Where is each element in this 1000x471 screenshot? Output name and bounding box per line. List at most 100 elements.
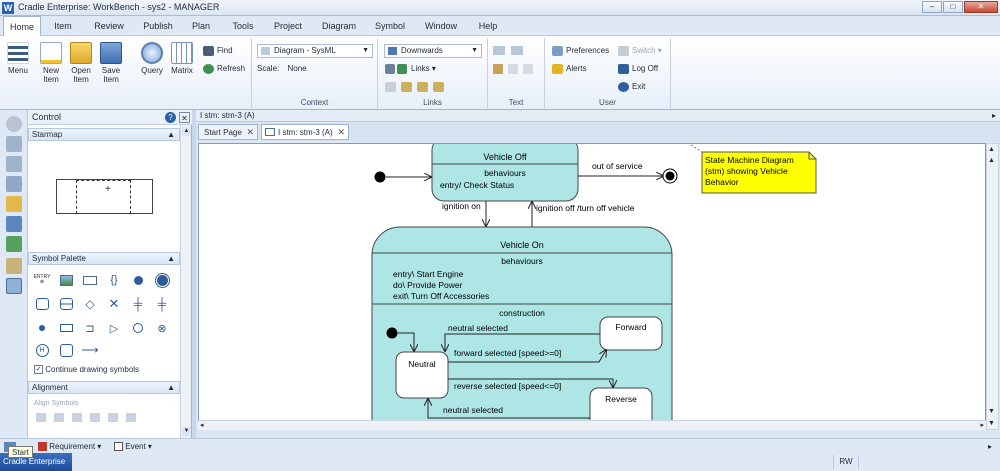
initial-pseudostate[interactable]: [374, 171, 386, 183]
scroll-down-icon[interactable]: ▼: [988, 420, 995, 427]
link-tools-row[interactable]: [385, 80, 444, 94]
maximize-button[interactable]: □: [943, 1, 963, 13]
scroll-left-icon[interactable]: ◂: [200, 422, 204, 429]
symbol-palette-section-header[interactable]: Symbol Palette ▲: [28, 252, 180, 265]
switch-button[interactable]: Switch ▾: [618, 44, 662, 58]
tab-home[interactable]: Home: [3, 16, 41, 37]
page-up-icon[interactable]: ▲: [988, 157, 995, 164]
refresh-button[interactable]: Refresh: [203, 62, 245, 76]
neutral-selected-from-forward[interactable]: [445, 333, 600, 351]
state-reverse[interactable]: Reverse: [589, 387, 653, 429]
align-tools-row[interactable]: [36, 413, 141, 422]
preferences-button[interactable]: Preferences: [552, 44, 609, 58]
forward-selected-transition[interactable]: [448, 350, 606, 363]
minimize-button[interactable]: –: [922, 1, 942, 13]
diagram-canvas[interactable]: Vehicle Off behaviours entry/ Check Stat…: [198, 143, 986, 430]
tab-publish[interactable]: Publish: [143, 21, 173, 31]
tab-diagram[interactable]: Diagram: [321, 21, 356, 31]
diagram-note[interactable]: State Machine Diagram (stm) showing Vehi…: [690, 144, 817, 194]
close-tab-icon[interactable]: ✕: [246, 127, 254, 137]
canvas-horizontal-scrollbar[interactable]: ◂ ▸: [198, 420, 986, 430]
state-forward[interactable]: Forward: [599, 316, 663, 351]
settings-gear-icon[interactable]: [6, 116, 22, 132]
hollow-circle-symbol[interactable]: [130, 321, 146, 335]
chevron-right-icon[interactable]: ▸: [991, 111, 996, 120]
close-button[interactable]: ✕: [964, 1, 998, 13]
status-chevron-right-icon[interactable]: ▸: [988, 442, 993, 451]
tab-window[interactable]: Window: [424, 21, 457, 31]
matrix-button[interactable]: Matrix: [168, 40, 196, 75]
alignment-section-header[interactable]: Alignment ▲: [28, 381, 180, 394]
help-icon[interactable]: ?: [165, 112, 176, 123]
text-format-icon[interactable]: [493, 46, 505, 55]
new-item-button[interactable]: New Item: [37, 40, 65, 84]
scroll-down-icon[interactable]: ▼: [182, 427, 191, 436]
tab-symbol[interactable]: Symbol: [374, 21, 405, 31]
scroll-up-icon[interactable]: ▲: [988, 146, 995, 153]
folder-view-icon[interactable]: [6, 258, 22, 274]
neutral-selected-from-reverse[interactable]: [428, 399, 590, 419]
tab-project[interactable]: Project: [273, 21, 302, 31]
tab-start-page[interactable]: Start Page ✕: [198, 124, 258, 140]
starmap-viewport[interactable]: [76, 180, 131, 214]
links-button[interactable]: Links ▾: [385, 62, 436, 76]
exit-button[interactable]: Exit: [618, 80, 645, 94]
checkbox[interactable]: ✓: [34, 365, 43, 375]
menu-button[interactable]: Menu: [4, 40, 32, 75]
alerts-button[interactable]: Alerts: [552, 62, 586, 76]
region-symbol[interactable]: [58, 343, 74, 357]
find-button[interactable]: Find: [203, 44, 233, 58]
join-symbol[interactable]: ╪: [154, 297, 170, 311]
scroll-up-icon[interactable]: ▲: [182, 127, 191, 136]
block-symbol[interactable]: [58, 321, 74, 335]
initial-state-symbol[interactable]: [130, 273, 146, 287]
send-signal-symbol[interactable]: ▷: [106, 321, 122, 335]
list-view-icon[interactable]: [6, 136, 22, 152]
image-symbol[interactable]: [58, 273, 74, 287]
log-off-button[interactable]: Log Off: [618, 62, 658, 76]
tab-tools[interactable]: Tools: [232, 21, 254, 31]
constraint-symbol[interactable]: {}: [106, 273, 122, 287]
terminate-symbol[interactable]: ✕: [106, 296, 122, 311]
fork-symbol[interactable]: ╪: [130, 297, 146, 311]
state-neutral[interactable]: Neutral: [395, 351, 449, 399]
tab-item[interactable]: Item: [54, 21, 72, 31]
tab-plan[interactable]: Plan: [191, 21, 210, 31]
starmap-overview[interactable]: +: [56, 179, 153, 214]
lock-icon[interactable]: [6, 196, 22, 212]
control-panel-scrollbar[interactable]: ▲ ▼: [180, 125, 191, 438]
tab-help[interactable]: Help: [478, 21, 498, 31]
copy-icon[interactable]: [508, 64, 518, 74]
direction-select[interactable]: Downwards ▼: [384, 44, 482, 58]
transition-symbol[interactable]: ⟶: [81, 343, 98, 357]
canvas-vertical-scrollbar[interactable]: ▲ ▲ ▼ ▼: [986, 143, 999, 430]
history-symbol[interactable]: H: [34, 343, 50, 357]
final-state-symbol[interactable]: [154, 273, 170, 287]
exit-point-symbol[interactable]: ⊗: [154, 321, 170, 335]
tab-review[interactable]: Review: [94, 21, 124, 31]
table-view-icon[interactable]: [6, 176, 22, 192]
tree-view-icon[interactable]: [6, 216, 22, 232]
choice-symbol[interactable]: ◇: [82, 297, 98, 311]
open-item-button[interactable]: Open Item: [67, 40, 95, 84]
event-dropdown[interactable]: Event ▾: [114, 441, 152, 453]
diagram-tools-icon[interactable]: [6, 278, 22, 294]
state-symbol[interactable]: [34, 297, 50, 311]
junction-symbol[interactable]: [34, 321, 50, 335]
checklist-icon[interactable]: [6, 236, 22, 252]
requirement-dropdown[interactable]: Requirement ▾: [38, 441, 101, 453]
query-button[interactable]: Query: [138, 40, 166, 75]
tab-stm-3[interactable]: I stm: stm-3 (A) ✕: [261, 124, 349, 140]
scale-control[interactable]: Scale: None: [257, 62, 307, 76]
diagram-type-select[interactable]: Diagram - SysML ▼: [257, 44, 373, 58]
paste-icon[interactable]: [523, 64, 533, 74]
save-item-button[interactable]: Save Item: [97, 40, 125, 84]
state-machine-diagram[interactable]: Vehicle Off behaviours entry/ Check Stat…: [199, 144, 986, 430]
receive-signal-symbol[interactable]: ⊐: [82, 321, 98, 335]
note-symbol[interactable]: [82, 273, 98, 287]
inner-initial-pseudostate[interactable]: [386, 327, 398, 339]
text-style-icon[interactable]: [511, 46, 523, 55]
scroll-right-icon[interactable]: ▸: [980, 422, 984, 429]
entry-point-symbol[interactable]: ENTRY⊗: [34, 273, 51, 287]
close-tab-icon[interactable]: ✕: [337, 127, 345, 137]
